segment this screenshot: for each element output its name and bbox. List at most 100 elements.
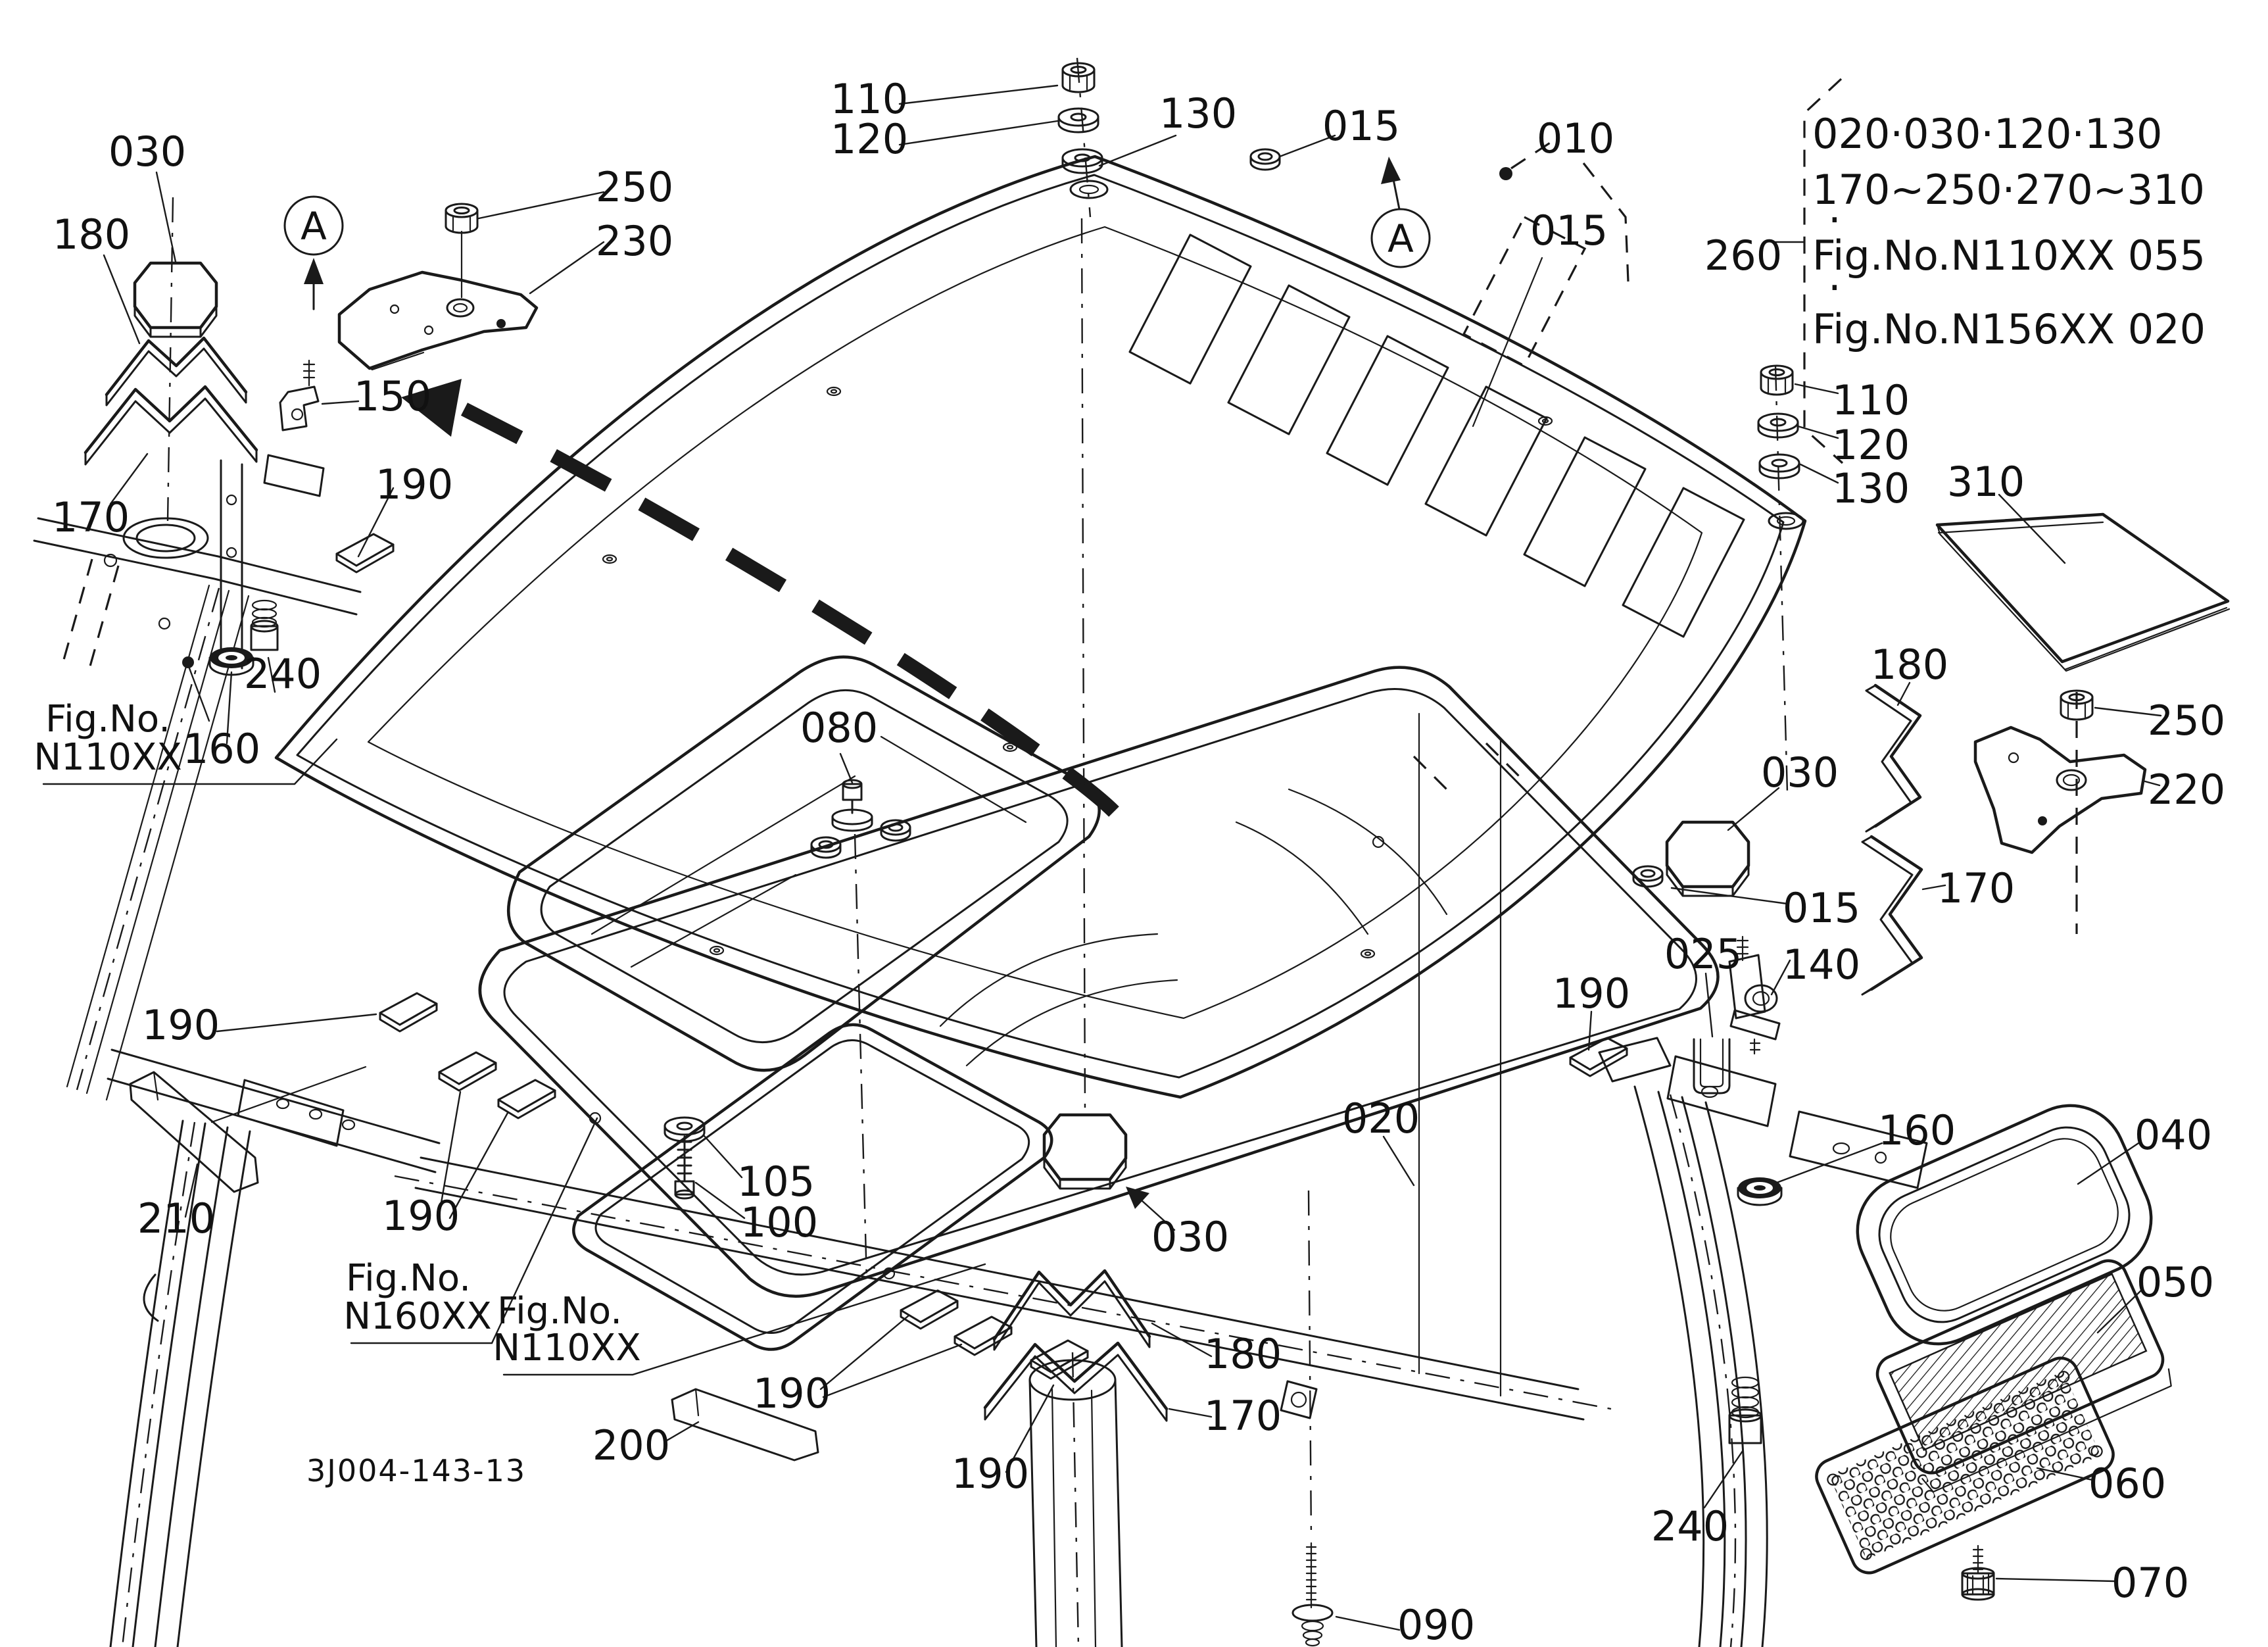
fig-ref-left-line2: N110XX — [34, 736, 182, 779]
front-frame-left — [33, 454, 362, 1101]
view-arrow-a-right — [1370, 157, 1431, 268]
callout-130-right: 130 — [1832, 464, 1910, 512]
callout-labels: 030 180 250 230 150 190 170 A 110 120 13… — [52, 75, 2225, 1647]
info-box-line1: 020·030·120·130 — [1812, 110, 2162, 158]
chevron-180-top-left — [105, 336, 248, 406]
callout-025: 025 — [1664, 930, 1742, 978]
callout-050: 050 — [2136, 1258, 2214, 1306]
callout-015-right-top: 015 — [1530, 207, 1608, 255]
headliner-panel — [478, 666, 1720, 1397]
info-box-line3: Fig.No.N110XX 055 — [1812, 232, 2206, 280]
info-box: 020·030·120·130 170~250·270~310 · Fig.No… — [1773, 78, 2206, 464]
roof-ribs — [1128, 215, 1745, 638]
chevron-170-right — [1861, 835, 1923, 996]
callout-020: 020 — [1342, 1094, 1420, 1143]
view-label-a-left: A — [301, 204, 327, 249]
view-arrow-a-left — [283, 195, 344, 310]
chevron-170-bottom — [983, 1341, 1169, 1422]
callout-250-tl: 250 — [596, 163, 673, 211]
chevron-170-top-left — [84, 385, 258, 466]
callout-170-bottom: 170 — [1204, 1392, 1282, 1440]
callout-220: 220 — [2148, 766, 2225, 814]
frame-plates-right — [1666, 1055, 1928, 1206]
callout-180-bottom: 180 — [1204, 1330, 1282, 1378]
callout-260: 260 — [1704, 232, 1782, 280]
callout-110-right: 110 — [1832, 376, 1910, 424]
roof-panel — [274, 155, 1807, 1099]
info-box-dot2: · — [1828, 264, 1841, 312]
view-label-a-right: A — [1387, 216, 1414, 261]
screw-240-right — [1728, 1376, 1762, 1444]
screw-240-left — [250, 599, 279, 651]
seal-040 — [1856, 1104, 2153, 1346]
center-cap-030 — [1044, 1115, 1126, 1189]
cab-frame — [33, 454, 1928, 1647]
callout-100: 100 — [740, 1198, 818, 1246]
callout-070: 070 — [2111, 1559, 2189, 1607]
callout-160-right: 160 — [1878, 1106, 1956, 1154]
grille-060 — [1815, 1356, 2115, 1575]
callout-190-tl: 190 — [375, 460, 453, 508]
cap-030-top-left — [135, 263, 216, 337]
callout-030-right: 030 — [1761, 749, 1839, 797]
filter-stack — [854, 833, 2172, 1647]
fig-ref-left-line1: Fig.No. — [45, 698, 170, 741]
callout-200: 200 — [592, 1421, 670, 1469]
callout-110-top: 110 — [831, 75, 908, 123]
callout-310: 310 — [1947, 458, 2025, 506]
callout-120-top: 120 — [831, 115, 908, 163]
callout-dot-010 — [1499, 167, 1512, 180]
bracket-220 — [1973, 692, 2147, 934]
grommet-015-right — [1632, 865, 1664, 888]
mount-cluster-right — [1632, 683, 2147, 1094]
callout-140: 140 — [1783, 941, 1860, 989]
callout-190-bottom-b: 190 — [952, 1450, 1029, 1498]
callout-180-right: 180 — [1871, 641, 1948, 689]
callout-030-tl: 030 — [109, 128, 186, 176]
fig-references: Fig.No. N110XX Fig.No. N160XX Fig.No. N1… — [34, 698, 641, 1488]
sheet-310 — [1935, 512, 2231, 672]
drawing-number: 3J004-143-13 — [306, 1453, 526, 1488]
frame-tube-center — [1028, 1352, 1123, 1647]
chevron-180-bottom — [992, 1269, 1151, 1351]
leader-lines — [42, 84, 2162, 1631]
callout-210: 210 — [137, 1194, 215, 1242]
strip-210 — [129, 1066, 367, 1193]
plate-230 — [337, 270, 539, 371]
fastener-stack-top — [1057, 57, 1629, 1114]
callout-010: 010 — [1537, 114, 1614, 162]
mount-cluster-top-left — [84, 195, 539, 676]
callout-040: 040 — [2135, 1111, 2212, 1159]
rops-leg-left — [109, 1119, 251, 1647]
callout-090: 090 — [1397, 1601, 1475, 1647]
callout-170-right: 170 — [1937, 864, 2015, 912]
callout-240-right: 240 — [1651, 1502, 1729, 1550]
screw-090 — [1291, 1190, 1334, 1647]
callout-060: 060 — [2088, 1460, 2166, 1508]
fig-ref-n160-line2: N160XX — [343, 1295, 492, 1338]
callout-190-bottom-a: 190 — [753, 1369, 831, 1417]
direction-arrow — [401, 379, 1119, 817]
callout-130-top: 130 — [1159, 89, 1237, 137]
callout-015-right: 015 — [1783, 884, 1860, 932]
callout-190-right: 190 — [1553, 970, 1630, 1018]
fig-ref-n110-line2: N110XX — [493, 1327, 641, 1369]
screw-100-washer-105 — [664, 1116, 706, 1200]
cap-030-right — [1667, 822, 1749, 896]
callout-170-tl: 170 — [52, 493, 130, 541]
strip-200 — [671, 1388, 819, 1462]
bracket-150 — [279, 385, 320, 431]
pads-190 — [335, 533, 1628, 1380]
latch-140 — [1728, 935, 1781, 1055]
fig-ref-n110-line1: Fig.No. — [497, 1290, 622, 1333]
callout-230: 230 — [596, 217, 673, 265]
callout-190-left: 190 — [142, 1001, 220, 1049]
grommet-015-top — [1249, 148, 1281, 171]
rops-leg-right — [1598, 1037, 1768, 1647]
nut-250-top-left — [445, 203, 479, 234]
callout-120-right: 120 — [1832, 421, 1910, 469]
clip-025 — [1693, 1038, 1731, 1094]
screw-070 — [1961, 1544, 1995, 1601]
fig-ref-n160-line1: Fig.No. — [346, 1257, 471, 1300]
